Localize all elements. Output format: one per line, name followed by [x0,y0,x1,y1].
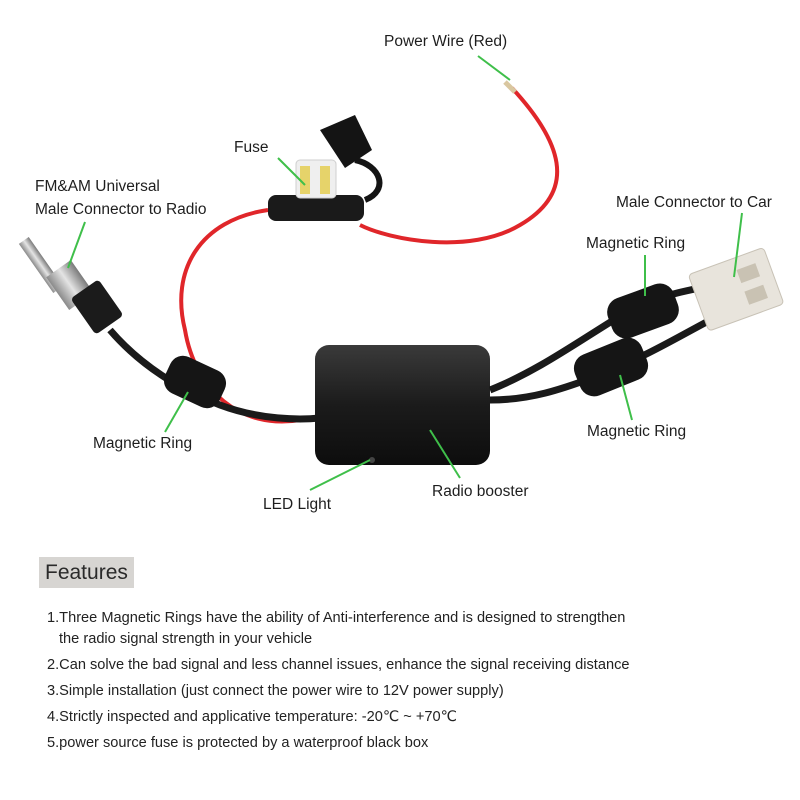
led-light [369,457,375,463]
feature-3: 3.Simple installation (just connect the … [47,683,504,699]
leader-lines [67,55,743,491]
features-heading: Features [39,557,134,588]
list-item: 4.Strictly inspected and applicative tem… [47,707,767,728]
feature-2: 2.Can solve the bad signal and less chan… [47,657,630,673]
list-item: 3.Simple installation (just connect the … [47,681,767,702]
label-power-wire: Power Wire (Red) [384,33,508,50]
left-black-cable [107,327,321,423]
magnetic-ring-left [163,355,227,409]
label-magnetic-ring-left: Magnetic Ring [93,435,193,452]
label-magnetic-ring-right: Magnetic Ring [587,423,687,440]
radio-booster-box [315,345,490,465]
label-radio-booster: Radio booster [432,483,529,500]
features-list: 1.Three Magnetic Rings have the ability … [47,608,767,759]
feature-1-line1: 1.Three Magnetic Rings have the ability … [47,610,626,626]
label-fm-am-line1: FM&AM Universal [35,178,160,195]
product-photo [18,55,784,491]
fuse-holder [268,115,383,221]
feature-4: 4.Strictly inspected and applicative tem… [47,709,458,725]
list-item: 1.Three Magnetic Rings have the ability … [47,608,767,650]
magnetic-ring-top [607,283,679,339]
list-item: 2.Can solve the bad signal and less chan… [47,655,767,676]
list-item: 5.power source fuse is protected by a wa… [47,733,767,754]
label-fm-am-line2: Male Connector to Radio [35,201,207,218]
feature-1-line2: the radio signal strength in your vehicl… [59,631,313,647]
label-fuse: Fuse [234,139,269,156]
feature-5: 5.power source fuse is protected by a wa… [47,735,429,751]
male-connector-to-car [688,248,784,331]
fm-am-plug [18,236,122,334]
red-power-wire [359,86,560,245]
label-led-light: LED Light [263,496,332,513]
red-wire-tip [503,80,517,94]
label-male-connector-car: Male Connector to Car [616,194,772,211]
magnetic-ring-right [573,337,649,397]
label-magnetic-ring-top: Magnetic Ring [586,235,686,252]
